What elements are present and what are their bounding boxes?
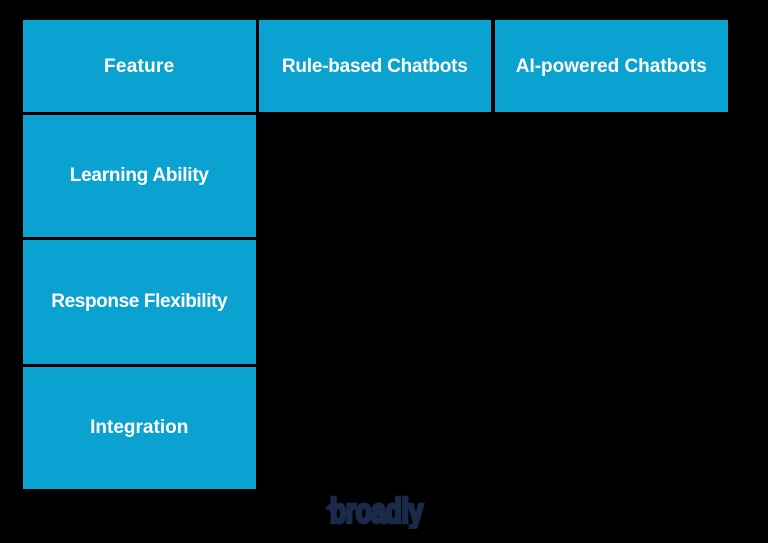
svg-text:broadly: broadly [330, 494, 423, 529]
